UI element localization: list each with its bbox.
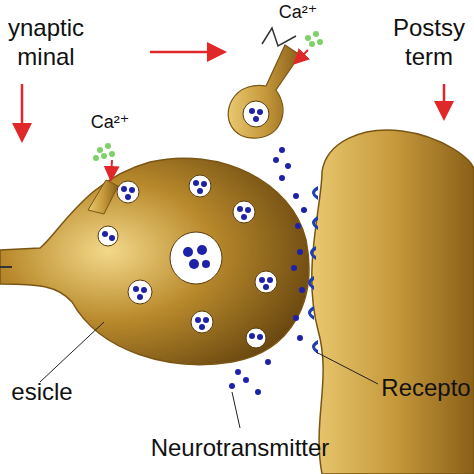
part-label: Neurotransmitter: [140, 434, 340, 463]
pointer-arrow: [150, 51, 222, 54]
ion-label: Ca²⁺: [268, 2, 328, 24]
part-label: Recepto: [380, 374, 472, 403]
vesicles: [98, 175, 277, 348]
terminal-label: Postsy term: [386, 14, 472, 72]
part-label: esicle: [2, 378, 82, 407]
calcium-arrow: [111, 160, 112, 178]
ion-channel: [88, 180, 118, 214]
leader-line: [316, 352, 378, 384]
leader-line: [232, 392, 240, 428]
vesicle: [243, 101, 269, 127]
receptors: [308, 186, 318, 354]
spike-symbol: [262, 28, 296, 46]
calcium-ions: [93, 143, 115, 161]
ion-label: Ca²⁺: [80, 112, 140, 134]
neurotransmitter-dots: [102, 147, 307, 395]
presynaptic-terminal: [0, 158, 309, 364]
postsynaptic-terminal: [312, 130, 474, 474]
calcium-ions: [305, 31, 323, 47]
calcium-arrow: [296, 50, 308, 62]
axon-line: [0, 266, 12, 268]
leader-line: [40, 322, 104, 382]
pointer-arrow: [443, 84, 446, 116]
small-terminal: [228, 45, 300, 138]
pointer-arrow: [21, 84, 24, 138]
terminal-label: ynaptic minal: [0, 14, 92, 72]
